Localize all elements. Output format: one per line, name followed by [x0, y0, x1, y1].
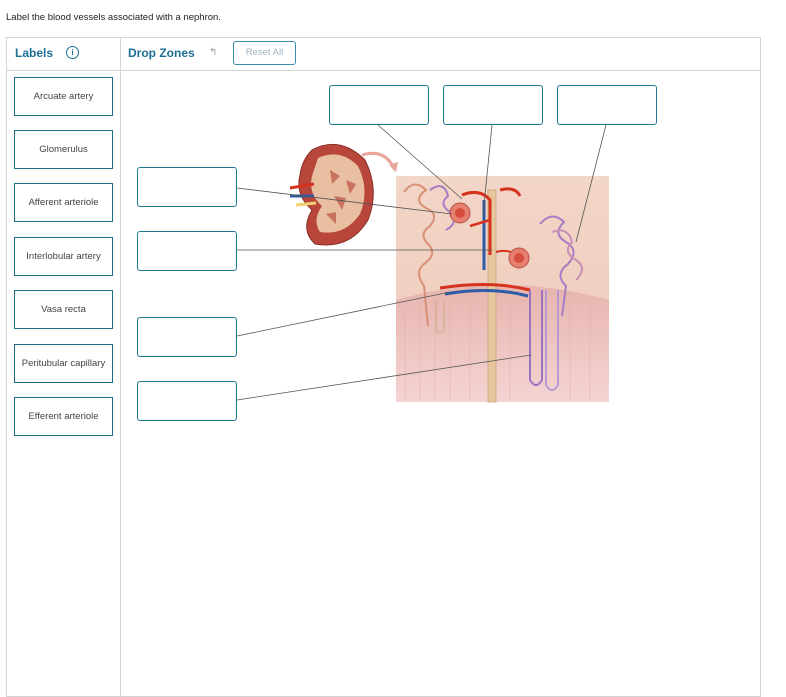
drop-zone-top-3[interactable] — [557, 85, 657, 125]
label-card-vasa-recta[interactable]: Vasa recta — [14, 290, 113, 329]
label-card-efferent-arteriole[interactable]: Efferent arteriole — [14, 397, 113, 436]
undo-icon[interactable]: ↰ — [209, 47, 218, 58]
drop-zone-left-1[interactable] — [137, 167, 237, 207]
vessels — [439, 187, 531, 403]
drop-zone-left-4[interactable] — [137, 381, 237, 421]
label-card-afferent-arteriole[interactable]: Afferent arteriole — [14, 183, 113, 222]
label-card-peritubular-capillary[interactable]: Peritubular capillary — [14, 344, 113, 383]
glomerulus-shapes — [449, 202, 530, 269]
drop-zone-left-2[interactable] — [137, 231, 237, 271]
reset-all-button[interactable]: Reset All — [233, 41, 296, 65]
drop-zone-left-3[interactable] — [137, 317, 237, 357]
label-card-arcuate-artery[interactable]: Arcuate artery — [14, 77, 113, 116]
tissue-block — [396, 176, 609, 402]
instruction-text: Label the blood vessels associated with … — [6, 12, 221, 23]
label-card-interlobular-artery[interactable]: Interlobular artery — [14, 237, 113, 276]
drop-zone-top-2[interactable] — [443, 85, 543, 125]
kidney-inset — [289, 143, 398, 246]
info-icon[interactable]: i — [66, 46, 79, 59]
column-divider — [120, 37, 121, 697]
drop-zone-top-1[interactable] — [329, 85, 429, 125]
header-divider — [6, 70, 761, 71]
leader-lines — [236, 124, 607, 401]
label-card-glomerulus[interactable]: Glomerulus — [14, 130, 113, 169]
drop-zones-title: Drop Zones — [128, 46, 195, 60]
labels-title: Labels — [15, 46, 54, 60]
